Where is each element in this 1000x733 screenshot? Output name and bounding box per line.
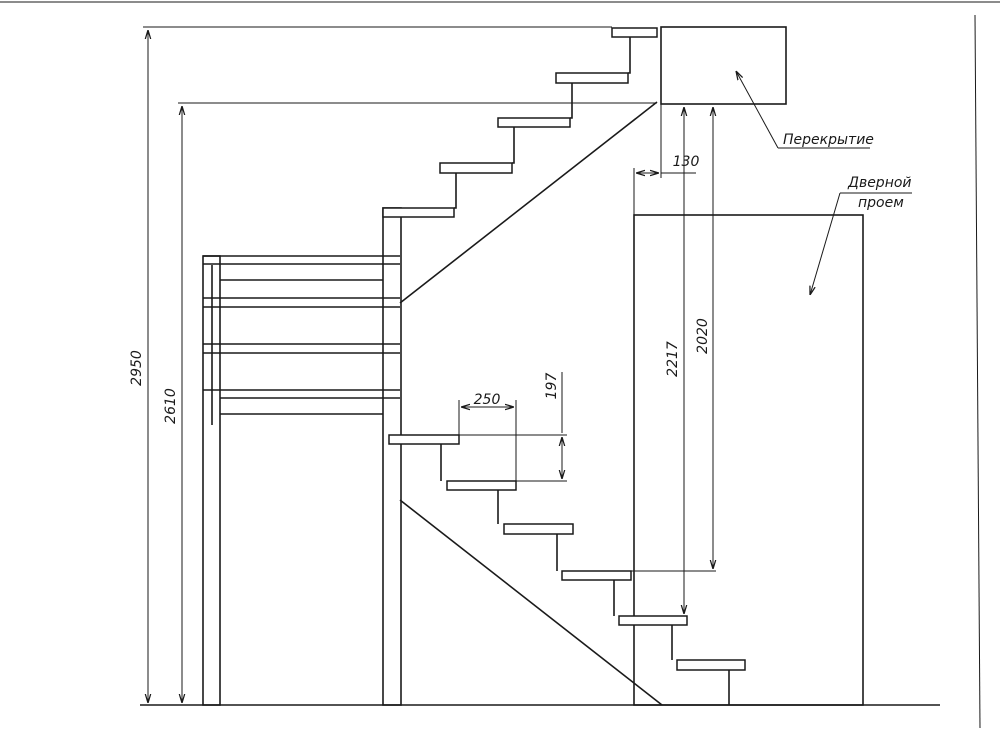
stair-tread — [382, 207, 455, 218]
dimension-slab-gap: 130 — [633, 104, 700, 215]
stair-tread — [555, 72, 629, 84]
dimension-total-height-value: 2950 — [129, 350, 145, 386]
dimension-landing-height: 2610 — [163, 102, 657, 703]
stair-tread — [618, 615, 688, 626]
landing-frame — [202, 255, 400, 706]
dimension-door-height-value: 2020 — [695, 318, 711, 354]
stair-tread — [676, 659, 746, 671]
dimension-stair-clearance-value: 2217 — [665, 341, 681, 377]
upper-flight — [382, 27, 658, 218]
dimension-total-height: 2950 — [129, 26, 612, 703]
lower-flight — [388, 434, 746, 705]
dimension-tread-depth-value: 250 — [474, 392, 501, 408]
stringers — [399, 101, 663, 706]
stair-tread — [439, 162, 513, 174]
dimension-door-height: 2020 — [631, 107, 716, 572]
door-label-line2: проем — [858, 195, 904, 211]
dimension-slab-gap-value: 130 — [673, 154, 700, 170]
dimension-tread-depth: 250 — [458, 392, 517, 481]
door-opening — [633, 214, 864, 706]
door-label-line1: Дверной — [847, 175, 912, 191]
slab-callout: Перекрытие — [736, 71, 874, 149]
stair-tread — [561, 570, 632, 581]
floor-slab — [660, 26, 787, 105]
stair-tread — [388, 434, 460, 445]
dimension-stair-clearance: 2217 — [665, 107, 684, 614]
central-post — [382, 207, 402, 706]
dimension-landing-height-value: 2610 — [163, 388, 179, 424]
dimension-riser-height: 197 — [459, 372, 567, 482]
stair-tread — [497, 117, 571, 128]
slab-label: Перекрытие — [783, 132, 874, 148]
stair-tread — [503, 523, 574, 535]
stair-tread — [446, 480, 517, 491]
dimension-riser-height-value: 197 — [544, 373, 560, 400]
door-callout: Дверной проем — [810, 175, 912, 295]
stair-tread — [611, 27, 658, 38]
